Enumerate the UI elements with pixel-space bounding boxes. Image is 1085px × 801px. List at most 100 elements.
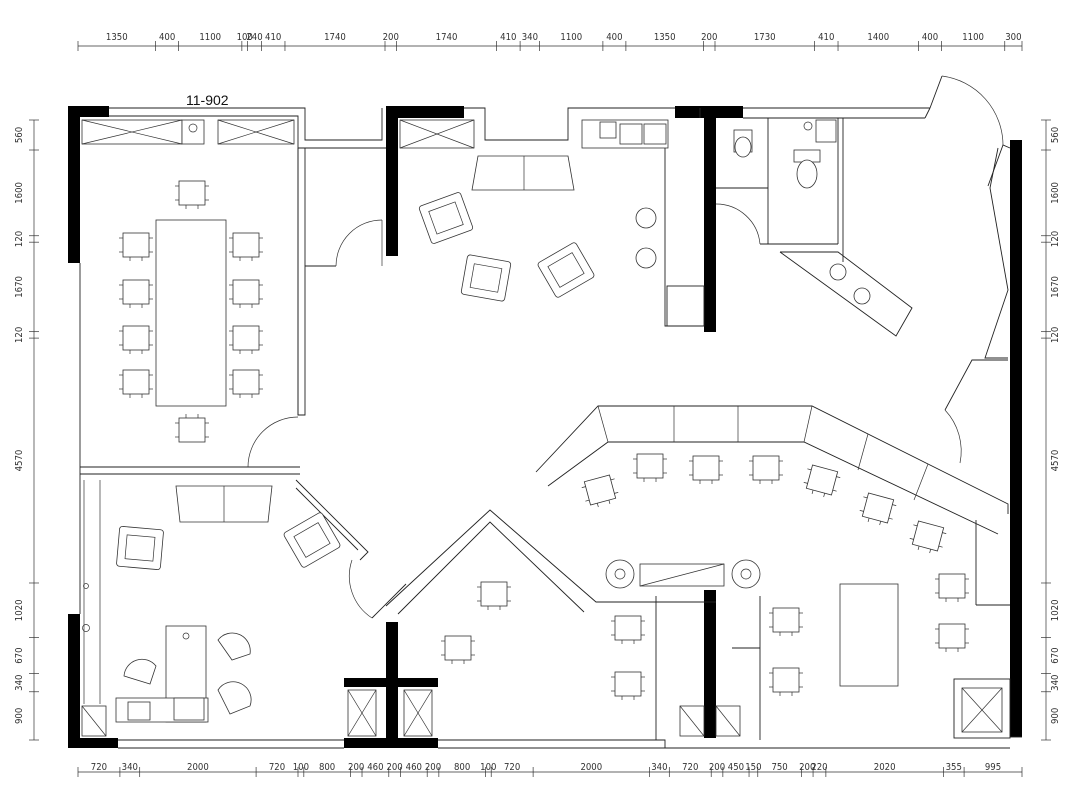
kitchen-counter bbox=[581, 119, 669, 269]
right-dimension-label: 670 bbox=[1050, 647, 1061, 663]
top-dimension-label: 1350 bbox=[654, 32, 676, 43]
unit-label: 11-902 bbox=[186, 92, 229, 108]
chair bbox=[119, 325, 153, 354]
right-dimension-label: 1670 bbox=[1050, 276, 1061, 298]
top-dimension-label: 1400 bbox=[867, 32, 889, 43]
bottom-dimension-label: 340 bbox=[651, 762, 667, 773]
right-dimension-label: 900 bbox=[1050, 708, 1061, 724]
left-dimension-label: 670 bbox=[14, 647, 25, 663]
left-dimension-label: 1670 bbox=[14, 276, 25, 298]
meeting-table bbox=[155, 219, 227, 407]
chair bbox=[859, 492, 897, 526]
chair bbox=[229, 279, 263, 308]
top-dimension-label: 1100 bbox=[560, 32, 582, 43]
top-dimension-label: 410 bbox=[500, 32, 516, 43]
chair bbox=[477, 581, 511, 610]
bottom-dimension-label: 200 bbox=[425, 762, 441, 773]
bottom-dimension-label: 720 bbox=[504, 762, 520, 773]
right-dimension-label: 340 bbox=[1050, 675, 1061, 691]
bottom-dimension-label: 450 bbox=[728, 762, 744, 773]
chair bbox=[581, 474, 619, 508]
bottom-dimension-label: 800 bbox=[319, 762, 335, 773]
chair bbox=[119, 232, 153, 261]
chair bbox=[611, 615, 645, 644]
bottom-dimension-label: 800 bbox=[454, 762, 470, 773]
chair bbox=[749, 455, 783, 484]
chair bbox=[803, 464, 841, 498]
chair bbox=[175, 414, 209, 443]
left-dimension-label: 560 bbox=[14, 127, 25, 143]
top-dimension-label: 400 bbox=[159, 32, 175, 43]
top-dimension-label: 100 bbox=[237, 32, 253, 43]
top-dimension-label: 1730 bbox=[754, 32, 776, 43]
bottom-dimension-label: 720 bbox=[91, 762, 107, 773]
top-dimension-label: 1100 bbox=[199, 32, 221, 43]
chair bbox=[769, 667, 803, 696]
chair bbox=[909, 520, 947, 554]
bottom-dimension-label: 2000 bbox=[580, 762, 602, 773]
bottom-dimension-label: 200 bbox=[348, 762, 364, 773]
left-dimension-label: 900 bbox=[14, 708, 25, 724]
chair bbox=[119, 279, 153, 308]
storage-cabinets bbox=[81, 119, 1003, 737]
right-dimension-label: 4570 bbox=[1050, 450, 1061, 472]
chairs bbox=[119, 180, 969, 700]
top-dimension-label: 400 bbox=[922, 32, 938, 43]
chair bbox=[119, 369, 153, 398]
bottom-dimension-label: 220 bbox=[811, 762, 827, 773]
reception-counter bbox=[535, 405, 1009, 687]
chair bbox=[935, 623, 969, 652]
toilets bbox=[733, 119, 871, 305]
top-dimension-label: 1350 bbox=[106, 32, 128, 43]
bottom-dimension-label: 100 bbox=[480, 762, 496, 773]
right-dimension-label: 560 bbox=[1050, 127, 1061, 143]
bottom-dimension-label: 2000 bbox=[187, 762, 209, 773]
bottom-dimension-label: 2020 bbox=[874, 762, 896, 773]
top-dimension-label: 240 bbox=[246, 32, 262, 43]
chair bbox=[175, 180, 209, 209]
top-dimension-label: 200 bbox=[383, 32, 399, 43]
bottom-dimension-label: 100 bbox=[293, 762, 309, 773]
chair bbox=[229, 369, 263, 398]
top-dimension-label: 400 bbox=[606, 32, 622, 43]
left-dimension-label: 120 bbox=[14, 327, 25, 343]
top-dimension-label: 340 bbox=[522, 32, 538, 43]
right-dimension-label: 1600 bbox=[1050, 182, 1061, 204]
chair bbox=[229, 325, 263, 354]
bottom-dimension-label: 720 bbox=[682, 762, 698, 773]
top-dimension-label: 1740 bbox=[436, 32, 458, 43]
top-dimension-label: 1740 bbox=[324, 32, 346, 43]
chair bbox=[689, 455, 723, 484]
chair bbox=[229, 232, 263, 261]
chair bbox=[611, 671, 645, 700]
plant-decor bbox=[605, 559, 761, 589]
top-dimension-label: 200 bbox=[701, 32, 717, 43]
chair bbox=[769, 607, 803, 636]
bottom-dimension-label: 355 bbox=[946, 762, 962, 773]
bottom-dimension-label: 340 bbox=[122, 762, 138, 773]
right-dimension-label: 1020 bbox=[1050, 599, 1061, 621]
bottom-dimension-label: 720 bbox=[269, 762, 285, 773]
walls bbox=[68, 75, 1022, 749]
bottom-dimension-label: 995 bbox=[985, 762, 1001, 773]
right-dimension-line: 560 1600 120 1670 120 4570 1020 670 340 900 bbox=[1041, 119, 1061, 741]
work-desk bbox=[115, 625, 209, 723]
sofas bbox=[116, 155, 595, 715]
bottom-dimension-label: 750 bbox=[771, 762, 787, 773]
top-dimension-label: 410 bbox=[265, 32, 281, 43]
bottom-dimension-label: 200 bbox=[386, 762, 402, 773]
right-dimension-label: 120 bbox=[1050, 231, 1061, 247]
left-dimension-label: 1600 bbox=[14, 182, 25, 204]
right-dimension-label: 120 bbox=[1050, 327, 1061, 343]
bottom-dimension-label: 460 bbox=[406, 762, 422, 773]
bottom-dimension-label: 200 bbox=[799, 762, 815, 773]
bottom-dimension-label: 150 bbox=[745, 762, 761, 773]
left-dimension-label: 4570 bbox=[14, 450, 25, 472]
top-dimension-label: 300 bbox=[1005, 32, 1021, 43]
chair bbox=[441, 635, 475, 664]
chair bbox=[633, 453, 667, 482]
top-dimension-label: 410 bbox=[818, 32, 834, 43]
